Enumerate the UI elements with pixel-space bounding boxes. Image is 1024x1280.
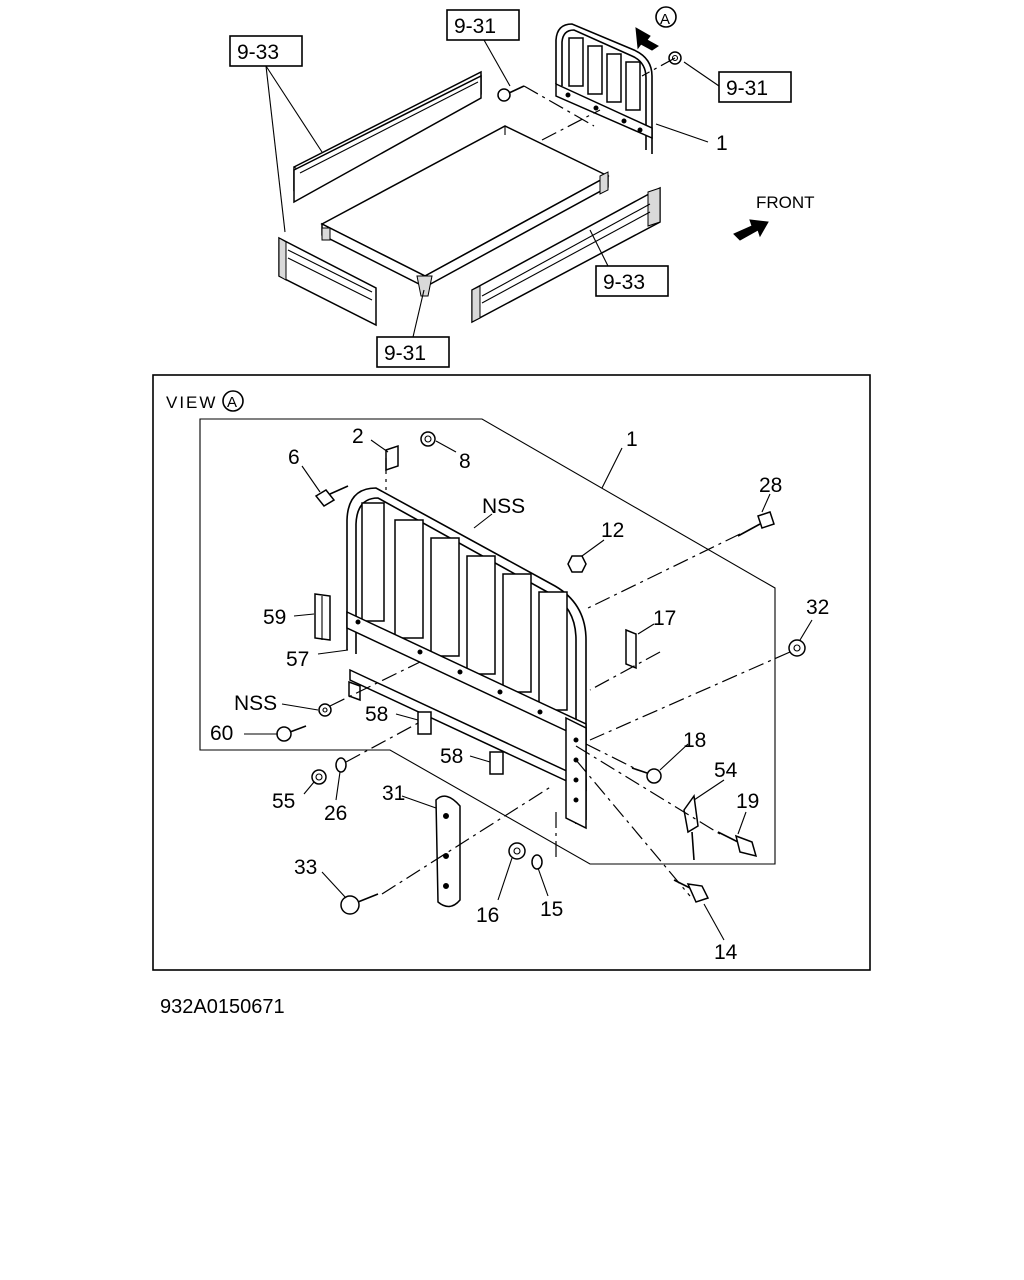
label-part-18: 18 xyxy=(683,729,706,752)
overview-part-1-label: 1 xyxy=(716,132,728,155)
plate-58-b xyxy=(489,751,504,775)
ref-label: 9-31 xyxy=(726,77,768,100)
ref-label: 9-33 xyxy=(603,271,645,294)
plate-58-a xyxy=(417,711,432,735)
label-part-60: 60 xyxy=(210,722,233,745)
right-side-panel xyxy=(471,186,661,324)
label-part-55: 55 xyxy=(272,790,295,813)
nut-55 xyxy=(311,769,327,785)
washer-26 xyxy=(335,757,347,773)
label-part-54: 54 xyxy=(714,759,738,782)
bolt-18 xyxy=(631,767,662,784)
label-part-12: 12 xyxy=(601,519,624,542)
nut-8 xyxy=(420,431,436,447)
drawing-code: 932A0150671 xyxy=(160,996,285,1018)
ref-box-9-33-right[interactable]: 9-33 xyxy=(595,265,669,297)
label-part-15: 15 xyxy=(540,898,563,921)
label-part-16: 16 xyxy=(476,904,499,927)
bolt-33 xyxy=(340,893,379,915)
label-part-33: 33 xyxy=(294,856,317,879)
bolt-19 xyxy=(717,831,758,858)
label-part-58-a: 58 xyxy=(365,703,388,726)
ref-box-9-31-top[interactable]: 9-31 xyxy=(446,9,520,41)
label-part-58-b: 58 xyxy=(440,745,463,768)
label-part-19: 19 xyxy=(736,790,759,813)
nut-32 xyxy=(788,639,806,657)
view-a-detail: VIEW A xyxy=(152,374,871,971)
overview-headboard-guard xyxy=(555,23,653,154)
washer-nss xyxy=(318,703,332,717)
bolt-14 xyxy=(673,879,710,903)
label-part-59: 59 xyxy=(263,606,286,629)
bracket-2 xyxy=(385,444,399,472)
clip-54 xyxy=(683,794,699,861)
screw-60 xyxy=(276,725,307,742)
nut-12 xyxy=(567,555,587,573)
view-a-arrow xyxy=(635,6,677,51)
view-marker: A xyxy=(227,394,237,411)
label-part-57: 57 xyxy=(286,648,309,671)
label-part-26: 26 xyxy=(324,802,347,825)
overview-assembly: A FRONT 9-33 9-31 9-31 9-33 9-31 xyxy=(229,6,815,368)
front-label: FRONT xyxy=(756,193,815,212)
label-part-17: 17 xyxy=(653,607,676,630)
label-part-32: 32 xyxy=(806,596,829,619)
overview-bolt xyxy=(497,85,525,102)
ref-label: 9-31 xyxy=(384,342,426,365)
washer-15 xyxy=(531,854,543,870)
label-part-6: 6 xyxy=(288,446,300,469)
bracket-59 xyxy=(314,593,331,641)
ref-label: 9-31 xyxy=(454,15,496,38)
label-part-8: 8 xyxy=(459,450,471,473)
label-nss-top: NSS xyxy=(482,495,525,518)
label-part-31: 31 xyxy=(382,782,405,805)
front-arrow xyxy=(733,219,769,241)
ref-label: 9-33 xyxy=(237,41,279,64)
left-side-panel xyxy=(293,70,482,204)
nut-16 xyxy=(508,842,526,860)
label-part-14: 14 xyxy=(714,941,738,964)
ref-box-9-33-top[interactable]: 9-33 xyxy=(229,35,303,67)
label-nss-left: NSS xyxy=(234,692,277,715)
ref-box-9-31-right[interactable]: 9-31 xyxy=(718,71,792,103)
bracket-17 xyxy=(625,628,637,670)
label-part-1: 1 xyxy=(626,428,638,451)
label-part-28: 28 xyxy=(759,474,782,497)
bolt-28 xyxy=(737,511,775,537)
overview-view-marker: A xyxy=(660,11,670,28)
bolt-6 xyxy=(314,485,349,507)
label-part-2: 2 xyxy=(352,425,364,448)
view-title: VIEW xyxy=(166,393,217,412)
headboard-frame xyxy=(346,487,587,830)
view-a-frame xyxy=(152,374,871,971)
bracket-31 xyxy=(435,795,461,908)
ref-box-9-31-bottom[interactable]: 9-31 xyxy=(376,336,450,368)
floor-platform xyxy=(320,125,610,297)
rear-panel xyxy=(278,236,377,327)
